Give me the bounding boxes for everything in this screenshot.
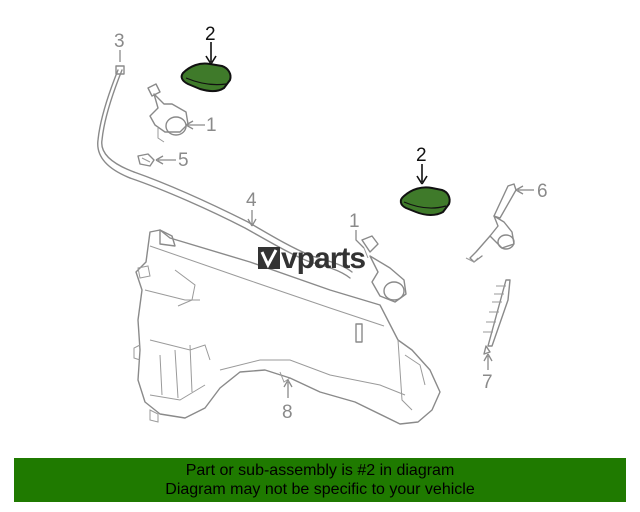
washer-pump-right bbox=[361, 235, 407, 303]
label-part-8: 8 bbox=[282, 402, 293, 423]
label-part-7: 7 bbox=[482, 372, 493, 393]
hose-part-3 bbox=[97, 65, 135, 179]
parts-diagram: 3 2 1 5 4 1 2 6 7 8 vparts bbox=[97, 24, 548, 425]
nozzle-cover-right bbox=[399, 186, 451, 216]
info-banner: Part or sub-assembly is #2 in diagram Di… bbox=[14, 458, 626, 502]
watermark-text: vparts bbox=[281, 242, 365, 275]
heater-rod-part-7 bbox=[483, 279, 511, 355]
leader-lines bbox=[119, 42, 534, 398]
banner-line-2: Diagram may not be specific to your vehi… bbox=[165, 481, 475, 498]
washer-reservoir bbox=[133, 229, 441, 425]
label-part-1-upper: 1 bbox=[206, 115, 217, 136]
vparts-watermark: vparts bbox=[258, 242, 366, 275]
washer-pump-left bbox=[147, 83, 189, 143]
label-part-6: 6 bbox=[537, 181, 548, 202]
label-part-3: 3 bbox=[114, 31, 125, 52]
banner-line-1: Part or sub-assembly is #2 in diagram bbox=[185, 462, 455, 479]
label-part-4: 4 bbox=[246, 190, 257, 211]
clip-part-5 bbox=[137, 153, 155, 167]
label-part-2-upper: 2 bbox=[205, 24, 216, 45]
label-part-1-middle: 1 bbox=[349, 211, 360, 232]
washer-hose bbox=[129, 171, 353, 279]
label-part-5: 5 bbox=[178, 150, 189, 171]
label-part-2-right: 2 bbox=[416, 145, 427, 166]
washer-jet-part-6 bbox=[465, 183, 517, 263]
nozzle-cover-upper bbox=[180, 62, 232, 93]
